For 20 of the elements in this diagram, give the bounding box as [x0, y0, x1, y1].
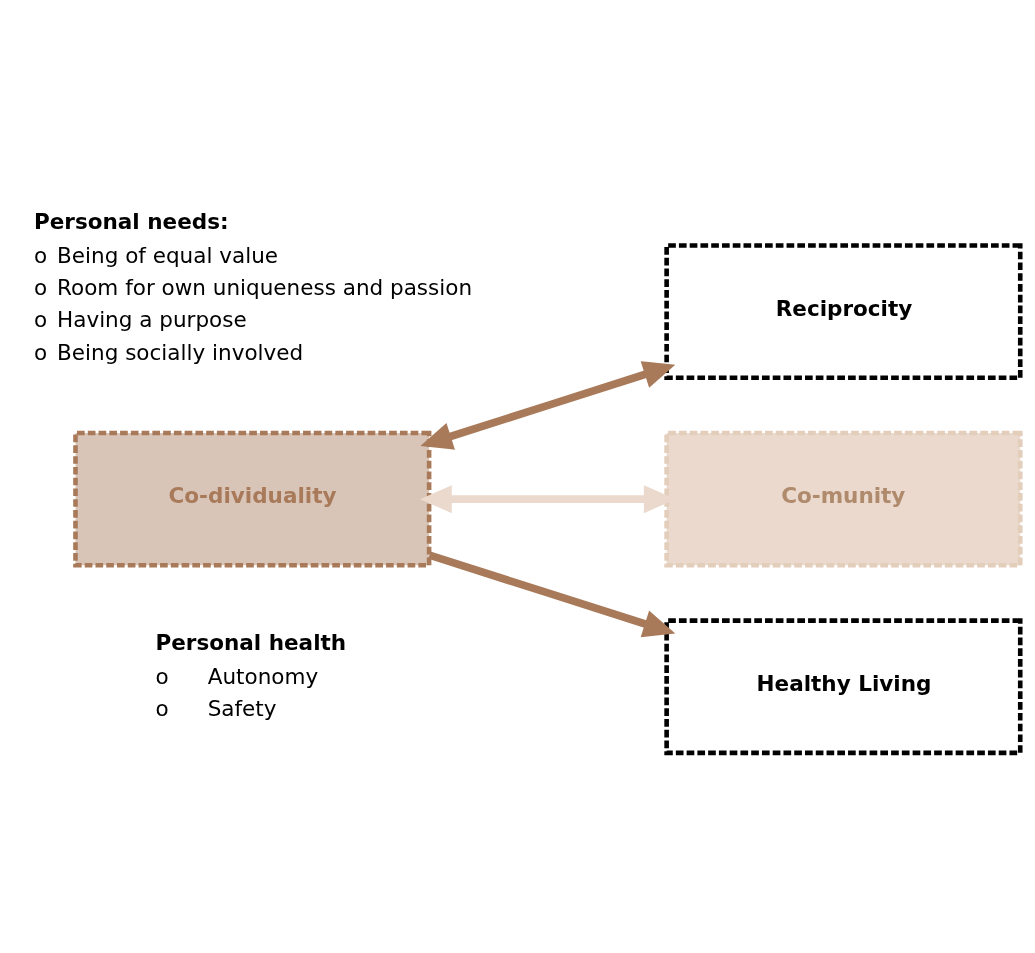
- label: Personal needs:: [33, 208, 229, 234]
- label: o: [33, 339, 48, 365]
- label: Being of equal value: [57, 242, 279, 268]
- label: o: [33, 307, 48, 333]
- arrow: [420, 361, 676, 450]
- label: Autonomy: [207, 663, 319, 689]
- node-box: Reciprocity: [664, 243, 1023, 381]
- label: o: [33, 242, 48, 268]
- arrow: [428, 551, 676, 638]
- label: Safety: [207, 696, 277, 722]
- node-box: Co-munity: [664, 430, 1023, 568]
- label: Being socially involved: [57, 339, 304, 365]
- label: o: [155, 663, 169, 689]
- node-box: Healthy Living: [664, 618, 1023, 756]
- label: o: [33, 275, 48, 301]
- label: Personal health: [155, 630, 347, 656]
- node-box: Co-dividuality: [73, 430, 432, 568]
- label: o: [155, 696, 169, 722]
- label: Having a purpose: [57, 307, 247, 333]
- label: Room for own uniqueness and passion: [57, 275, 473, 301]
